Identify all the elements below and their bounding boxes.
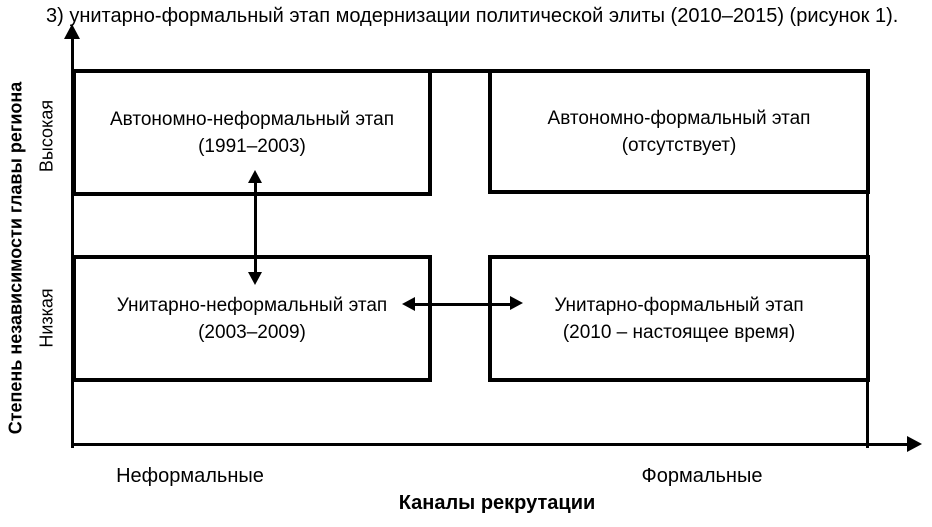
quadrant-name: Унитарно-формальный этап (554, 294, 804, 316)
x-axis-line (71, 443, 911, 446)
quadrant-name: Автономно-формальный этап (547, 107, 811, 129)
quadrant-unitary-formal: Унитарно-формальный этап (2010 – настоящ… (488, 255, 870, 382)
x-axis-title: Каналы рекрутации (398, 492, 596, 514)
arrowhead-left-icon (402, 297, 415, 311)
quadrant-name: Унитарно-неформальный этап (116, 294, 388, 316)
quadrant-name: Автономно-неформальный этап (109, 108, 395, 130)
frame-top-line (74, 69, 870, 73)
horizontal-transition-arrow (413, 303, 511, 306)
quadrant-autonomous-formal: Автономно-формальный этап (отсутствует) (488, 69, 870, 194)
quadrant-period: (отсутствует) (621, 134, 737, 156)
y-axis-title: Степень независимости главы региона (5, 81, 26, 435)
y-axis-low-label: Низкая (36, 288, 57, 348)
arrowhead-right-icon (510, 296, 523, 310)
quadrant-autonomous-informal: Автономно-неформальный этап (1991–2003) (72, 69, 432, 196)
arrow-up-icon (64, 24, 80, 39)
vertical-transition-arrow (254, 180, 257, 274)
figure-title: 3) унитарно-формальный этап модернизации… (46, 5, 899, 27)
x-axis-right-label: Формальные (641, 465, 763, 487)
y-axis-high-label: Высокая (36, 99, 57, 173)
quadrant-period: (2003–2009) (198, 321, 306, 343)
quadrant-period: (2010 – настоящее время) (562, 321, 796, 343)
y-axis-line (71, 36, 74, 448)
quadrant-period: (1991–2003) (198, 135, 306, 157)
x-axis-left-label: Неформальные (116, 465, 264, 487)
arrowhead-down-icon (248, 272, 262, 285)
arrowhead-up-icon (248, 170, 262, 183)
arrow-right-icon (907, 436, 922, 452)
